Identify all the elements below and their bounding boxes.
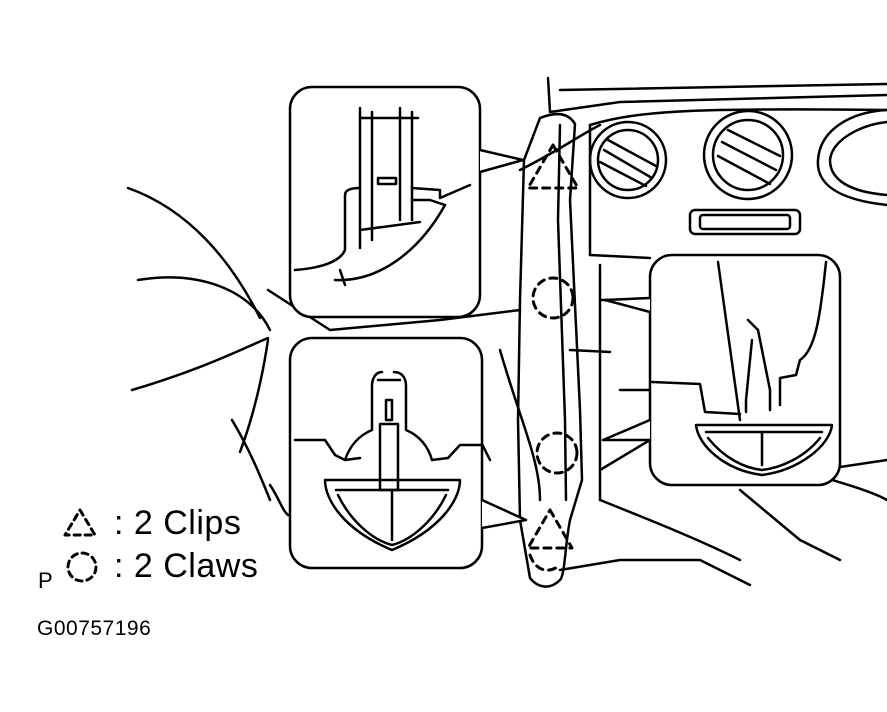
vent-slot <box>688 208 802 236</box>
legend-clip-symbol <box>63 508 97 537</box>
legend-clips-label: : 2 Clips <box>114 503 242 542</box>
legend-claw-symbol <box>66 551 98 583</box>
circle-dashed-icon <box>58 546 108 586</box>
claw-marker-lower <box>535 431 579 475</box>
marker-letter: P <box>38 568 53 593</box>
callout-clip-bottom <box>288 336 528 570</box>
clip-marker-top <box>526 143 580 190</box>
trim-panel <box>516 112 584 588</box>
triangle-dashed-icon <box>58 503 108 543</box>
callout-clip-top <box>288 85 525 319</box>
legend-clips: : 2 Clips <box>58 503 241 543</box>
air-vent-center <box>702 109 794 201</box>
legend-claws: : 2 Claws <box>58 546 258 586</box>
callout-claw-right <box>601 253 842 487</box>
clip-marker-bottom <box>526 508 574 572</box>
air-vent-right <box>816 108 887 207</box>
air-vent-left <box>588 120 668 200</box>
claw-marker-upper <box>531 276 575 320</box>
legend-claws-label: : 2 Claws <box>114 546 259 585</box>
figure-code: G00757196 <box>37 617 152 640</box>
